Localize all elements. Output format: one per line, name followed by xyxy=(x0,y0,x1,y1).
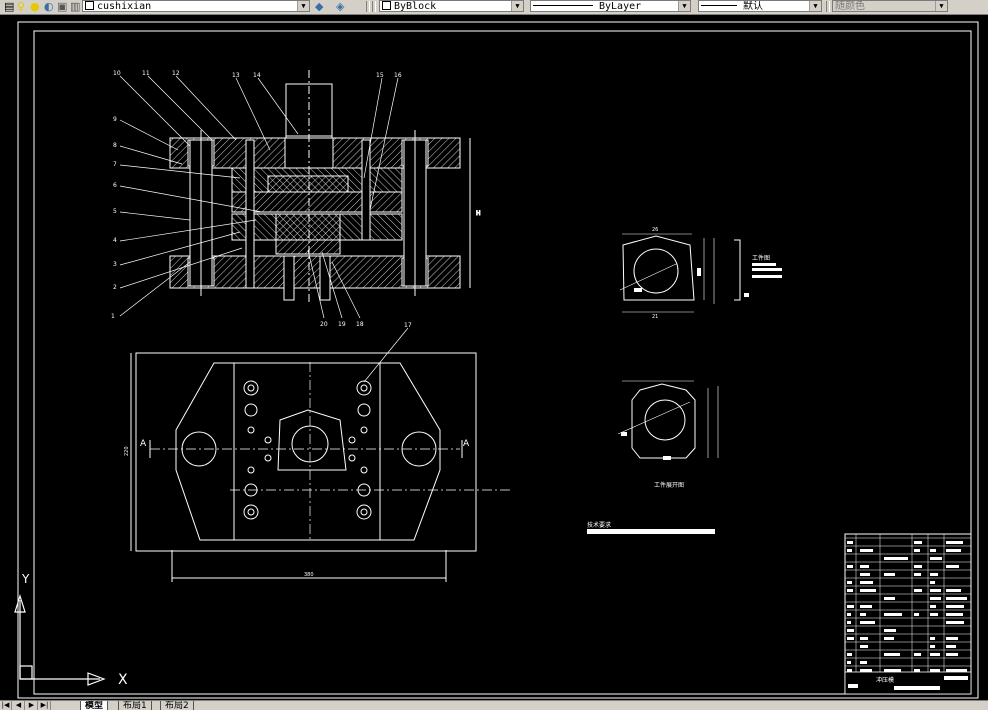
leader-lines xyxy=(119,75,409,383)
layer-manager-icon[interactable]: ▤ xyxy=(4,0,15,13)
layer-combo[interactable]: cushixian ▼ xyxy=(82,0,310,12)
lineweight-combo[interactable]: 默认 ▼ xyxy=(698,0,822,12)
linetype-combo[interactable]: ByLayer ▼ xyxy=(530,0,691,12)
tech-requirement: 技术要求 xyxy=(587,521,715,534)
leader-label: 17 xyxy=(404,322,412,329)
drawing-canvas[interactable]: H 10 11 12 13 14 15 16 9 8 7 6 5 xyxy=(0,15,988,700)
leader-label: 20 xyxy=(320,321,328,328)
linetype-sample xyxy=(533,5,593,6)
lineweight-combo-value: 默认 xyxy=(743,1,763,12)
section-label-left: A xyxy=(140,439,147,449)
leader-label: 19 xyxy=(338,321,346,328)
chevron-down-icon[interactable]: ▼ xyxy=(678,1,690,11)
assembly-section-view: H xyxy=(169,70,481,305)
leader-label: 8 xyxy=(113,142,117,149)
leader-label: 16 xyxy=(394,72,402,79)
width-dim-label: 380 xyxy=(304,572,314,578)
leader-label: 12 xyxy=(172,70,180,77)
unfolded-view xyxy=(617,380,719,459)
tab-model[interactable]: 模型 xyxy=(80,701,109,710)
workpiece-labels: 26 21 工件图 xyxy=(634,227,782,320)
leader-label: 4 xyxy=(113,237,117,244)
leader-label: 15 xyxy=(376,72,384,79)
ucs-x-label: X xyxy=(118,672,128,688)
leader-label: 9 xyxy=(113,116,117,123)
layer-previous-icon[interactable]: ◈ xyxy=(336,0,345,13)
tech-label: 技术要求 xyxy=(587,521,611,529)
unfolded-labels: 工件展开图 xyxy=(621,432,684,489)
plan-view-labels: A A 380 220 xyxy=(124,439,470,578)
unfold-label: 工件展开图 xyxy=(654,481,684,489)
ucs-y-label: Y xyxy=(21,572,30,586)
previous-tab-button[interactable]: ◀ xyxy=(13,701,25,710)
leader-label: 1 xyxy=(111,313,115,320)
make-layer-current-icon[interactable]: ◆ xyxy=(315,0,324,13)
toolbar-separator xyxy=(826,1,830,12)
ucs-icon xyxy=(14,593,106,686)
plotstyle-combo: 随颜色 ▼ xyxy=(832,0,948,12)
height-dim-value: 220 xyxy=(124,446,130,456)
next-tab-button[interactable]: ▶ xyxy=(26,701,38,710)
layout-tab-bar: |◀ ◀ ▶ ▶| 模型 布局1 布局2 xyxy=(0,700,988,710)
leader-numbers: 10 11 12 13 14 15 16 9 8 7 6 5 4 3 2 1 2… xyxy=(111,70,412,329)
tab-layout2[interactable]: 布局2 xyxy=(160,701,194,710)
leader-label: 7 xyxy=(113,161,117,168)
properties-toolbar: ▤ ♀ ● ◐ ▣ ▥ cushixian ▼ ◆ ◈ ByBlock ▼ By… xyxy=(0,0,988,15)
leader-label: 11 xyxy=(142,70,150,77)
section-label-right: A xyxy=(463,439,470,449)
chevron-down-icon[interactable]: ▼ xyxy=(809,1,821,11)
sun-icon[interactable]: ● xyxy=(30,0,40,13)
white-swatch-icon xyxy=(85,1,94,10)
leader-label: 18 xyxy=(356,321,364,328)
color-combo[interactable]: ByBlock ▼ xyxy=(379,0,524,12)
leader-label: 10 xyxy=(113,70,121,77)
leader-label: 3 xyxy=(113,261,117,268)
toolbar-separator xyxy=(366,1,370,12)
plot-icon[interactable]: ▥ xyxy=(70,0,81,13)
dim-26-label: 26 xyxy=(652,227,658,233)
leader-label: 2 xyxy=(113,284,117,291)
leader-label: 14 xyxy=(253,72,261,79)
color-swatch-icon xyxy=(382,1,391,10)
leader-label: 13 xyxy=(232,72,240,79)
chevron-down-icon[interactable]: ▼ xyxy=(297,1,309,11)
first-tab-button[interactable]: |◀ xyxy=(0,701,12,710)
last-tab-button[interactable]: ▶| xyxy=(39,701,51,710)
linetype-combo-value: ByLayer xyxy=(599,1,642,12)
layer-color-icon[interactable]: ▣ xyxy=(57,0,68,13)
layer-name: cushixian xyxy=(97,1,152,12)
lineweight-sample xyxy=(701,5,737,6)
chevron-down-icon: ▼ xyxy=(935,1,947,11)
tab-layout1[interactable]: 布局1 xyxy=(118,701,152,710)
inner-border xyxy=(33,30,972,695)
chevron-down-icon[interactable]: ▼ xyxy=(511,1,523,11)
leader-label: 6 xyxy=(113,182,117,189)
workpiece-view xyxy=(619,233,741,313)
color-combo-value: ByBlock xyxy=(394,1,437,12)
leader-label: 5 xyxy=(113,208,117,215)
title-block-name: 冲压模 xyxy=(876,676,894,684)
outer-border xyxy=(17,21,979,699)
title-block: 冲压模 xyxy=(844,533,972,695)
dim-21-label: 21 xyxy=(652,314,658,320)
plan-view xyxy=(130,352,510,582)
plotstyle-combo-value: 随颜色 xyxy=(835,1,865,12)
toolbar-separator xyxy=(372,1,376,12)
workpiece-label: 工件图 xyxy=(752,254,770,262)
lock-icon[interactable]: ◐ xyxy=(44,0,54,13)
height-dim-label: H xyxy=(476,210,481,217)
lightbulb-icon[interactable]: ♀ xyxy=(17,0,26,13)
